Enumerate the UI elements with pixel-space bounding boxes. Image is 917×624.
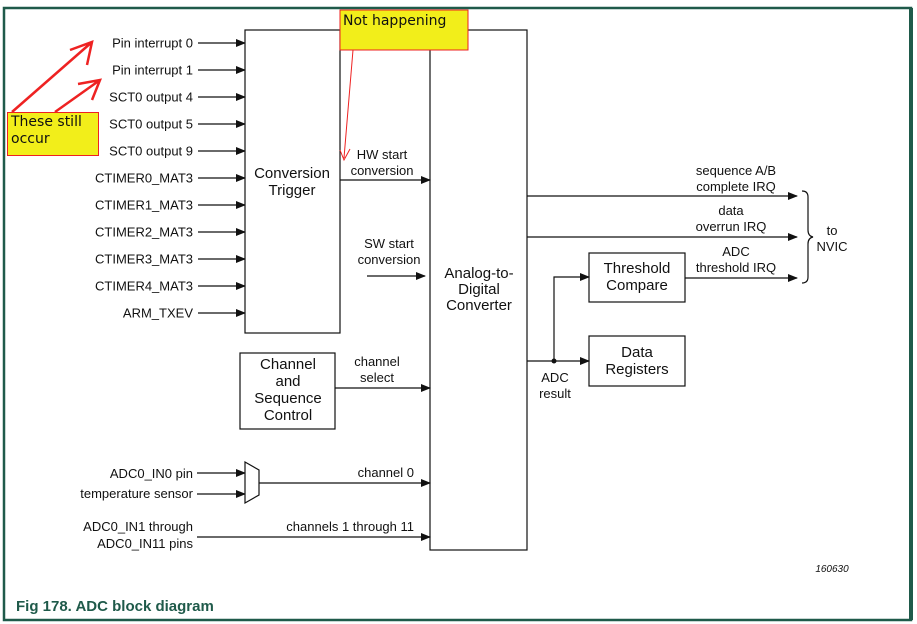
data-registers-label-2: Registers bbox=[605, 361, 668, 378]
nvic-label-2: NVIC bbox=[816, 239, 847, 254]
trigger-input-label: Pin interrupt 1 bbox=[112, 63, 193, 78]
note-still-occur: These still occur bbox=[7, 112, 99, 156]
adc-label-3: Converter bbox=[446, 297, 512, 314]
figure-caption: Fig 178. ADC block diagram bbox=[16, 598, 214, 615]
channels-1-11-label: channels 1 through 11 bbox=[286, 519, 414, 534]
chseq-label-2: and bbox=[275, 373, 300, 390]
multiplexer bbox=[244, 460, 260, 505]
data-registers-label-1: Data bbox=[621, 344, 653, 361]
sw-start-label-1: SW start bbox=[364, 236, 414, 251]
channel-select-label-1: channel bbox=[354, 354, 400, 369]
figure-id: 160630 bbox=[815, 564, 849, 575]
note-not-happening bbox=[339, 9, 469, 51]
seq-complete-label-1: sequence A/B bbox=[696, 163, 776, 178]
overrun-label-1: data bbox=[718, 203, 744, 218]
threshold-label-2: Compare bbox=[606, 277, 668, 294]
adc-result-label-1: ADC bbox=[541, 370, 568, 385]
adc-result-label-2: result bbox=[539, 386, 571, 401]
red-arrows-still-occur bbox=[11, 40, 102, 114]
trigger-input-label: SCT0 output 9 bbox=[109, 144, 193, 159]
data-registers-block bbox=[588, 335, 686, 387]
threshold-feed-arrow bbox=[553, 273, 590, 361]
trigger-input-label: CTIMER4_MAT3 bbox=[95, 279, 193, 294]
trigger-input-label: CTIMER1_MAT3 bbox=[95, 198, 193, 213]
chseq-label-4: Control bbox=[264, 407, 312, 424]
note-still-occur-text: These still occur bbox=[11, 114, 82, 147]
trigger-input-label: CTIMER2_MAT3 bbox=[95, 225, 193, 240]
hw-start-label-2: conversion bbox=[351, 163, 414, 178]
trigger-input-label: SCT0 output 5 bbox=[109, 117, 193, 132]
seq-complete-label-2: complete IRQ bbox=[696, 179, 775, 194]
trigger-inputs: Pin interrupt 0 Pin interrupt 1 SCT0 outpu… bbox=[95, 36, 246, 321]
conversion-trigger-block bbox=[244, 29, 341, 334]
hw-start-label-1: HW start bbox=[357, 147, 408, 162]
adc-in1-11-label-2: ADC0_IN11 pins bbox=[97, 536, 193, 551]
adc-block bbox=[429, 29, 528, 551]
frame-right-edge bbox=[909, 8, 913, 620]
channel-select-label-2: select bbox=[360, 370, 394, 385]
red-arrow-not-happening bbox=[339, 49, 354, 162]
temp-sensor-label: temperature sensor bbox=[80, 486, 193, 501]
chseq-label-3: Sequence bbox=[254, 390, 322, 407]
channel0-label: channel 0 bbox=[358, 465, 414, 480]
adc-in0-label: ADC0_IN0 pin bbox=[110, 466, 193, 481]
channel-sequence-control-block bbox=[239, 352, 336, 430]
threshold-label-1: Threshold bbox=[604, 260, 671, 277]
adc-in1-11-label-1: ADC0_IN1 through bbox=[83, 519, 193, 534]
trigger-input-label: Pin interrupt 0 bbox=[112, 36, 193, 51]
sw-start-label-2: conversion bbox=[358, 252, 421, 267]
adc-label-1: Analog-to- bbox=[444, 265, 513, 282]
overrun-label-2: overrun IRQ bbox=[696, 219, 767, 234]
junction-dot bbox=[551, 358, 557, 364]
nvic-label-1: to bbox=[827, 223, 838, 238]
note-not-happening-text: Not happening bbox=[343, 13, 446, 29]
threshold-irq-label-2: threshold IRQ bbox=[696, 260, 776, 275]
conversion-trigger-label-2: Trigger bbox=[269, 182, 316, 199]
threshold-irq-label-1: ADC bbox=[722, 244, 749, 259]
chseq-label-1: Channel bbox=[260, 356, 316, 373]
conversion-trigger-label-1: Conversion bbox=[254, 165, 330, 182]
trigger-input-label: CTIMER0_MAT3 bbox=[95, 171, 193, 186]
adc-label-2: Digital bbox=[458, 281, 500, 298]
trigger-input-label: SCT0 output 4 bbox=[109, 90, 193, 105]
trigger-input-label: ARM_TXEV bbox=[123, 306, 193, 321]
nvic-brace bbox=[801, 190, 814, 284]
trigger-input-label: CTIMER3_MAT3 bbox=[95, 252, 193, 267]
